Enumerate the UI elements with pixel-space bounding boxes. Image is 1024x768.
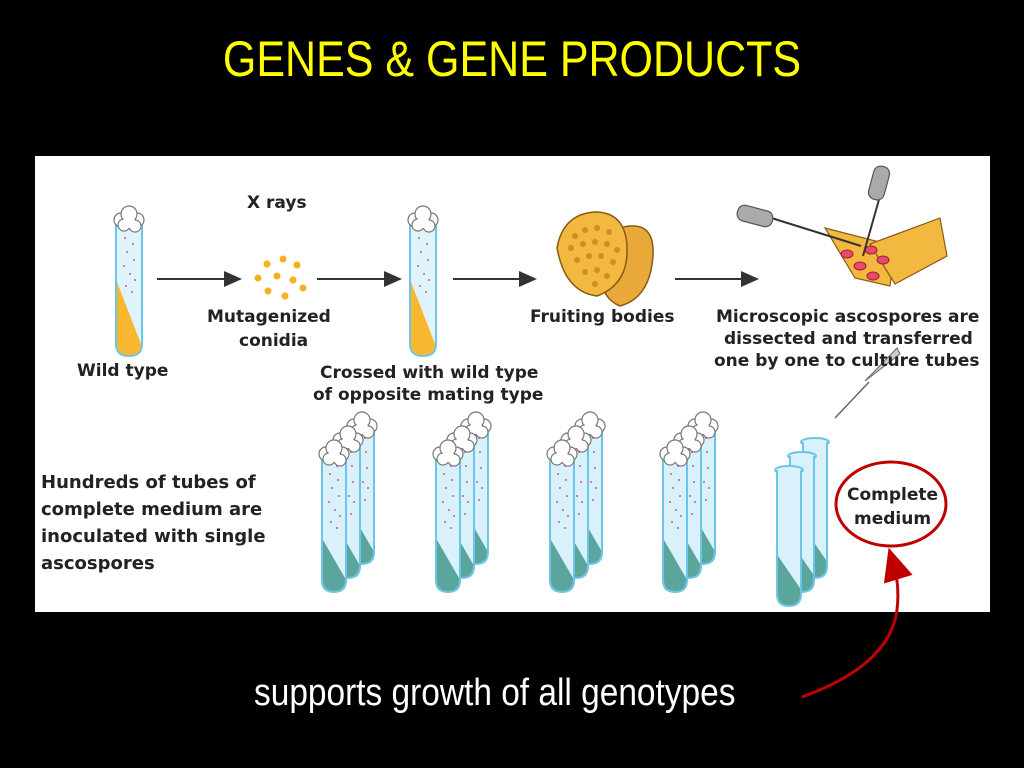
wild-type-tube — [113, 205, 145, 358]
conidia-dots — [254, 255, 307, 300]
diagram-panel: X rays Mutagenized conidia Wild type Cro… — [35, 156, 990, 612]
tube-group-4 — [660, 412, 718, 592]
tube-group-2 — [433, 412, 491, 592]
slide-title: GENES & GENE PRODUCTS — [222, 31, 802, 87]
diagram-art — [113, 165, 948, 607]
wild-type-label: Wild type — [77, 361, 169, 381]
complete-medium-tubes — [774, 437, 830, 607]
complete-medium-label-1: Complete — [847, 485, 939, 505]
xrays-label: X rays — [247, 193, 307, 213]
microscopic-label-3: one by one to culture tubes — [714, 351, 980, 371]
crossed-tube — [407, 205, 439, 358]
tube-group-3 — [547, 412, 605, 592]
crossed-label-1: Crossed with wild type — [320, 363, 539, 383]
ascospore-dissection — [736, 165, 948, 419]
hundreds-label-1: Hundreds of tubes of — [41, 472, 256, 493]
complete-medium-label-2: medium — [854, 509, 932, 529]
fruiting-bodies — [556, 211, 654, 307]
mutagenized-label-1: Mutagenized — [207, 307, 331, 327]
crossed-label-2: of opposite mating type — [313, 385, 544, 405]
hundreds-label-2: complete medium are — [41, 499, 263, 520]
microscopic-label-1: Microscopic ascospores are — [716, 307, 980, 327]
fruiting-label: Fruiting bodies — [530, 307, 675, 327]
tube-group-1 — [319, 412, 377, 592]
microscopic-label-2: dissected and transferred — [724, 329, 973, 349]
hundreds-label-4: ascospores — [41, 553, 155, 574]
caption-text: supports growth of all genotypes — [254, 672, 736, 714]
hundreds-label-3: inoculated with single — [41, 526, 266, 547]
mutagenized-label-2: conidia — [239, 331, 309, 351]
